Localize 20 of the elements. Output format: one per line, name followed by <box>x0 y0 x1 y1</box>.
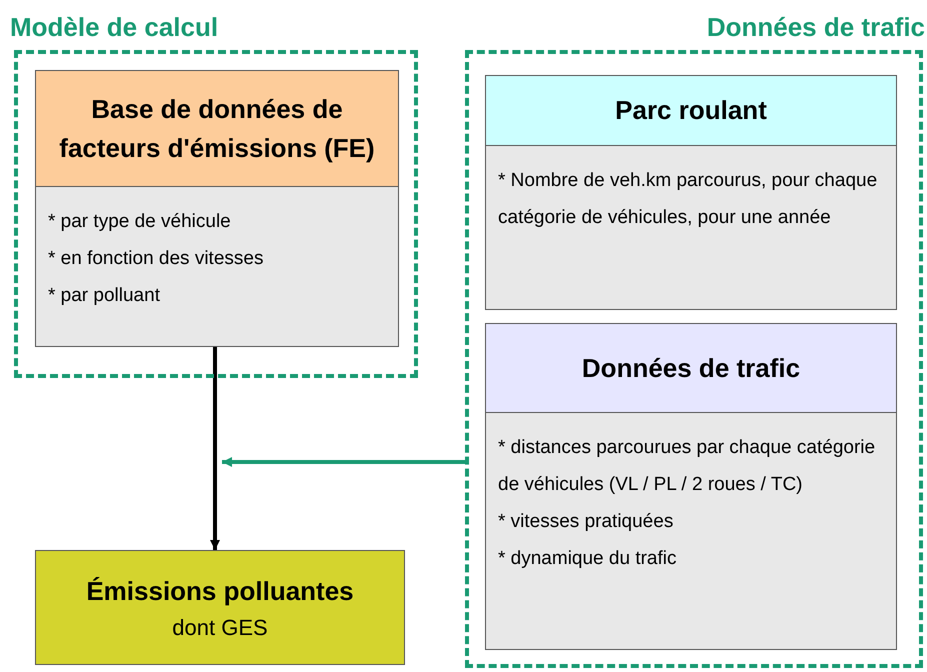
group-title: Modèle de calcul <box>10 11 218 44</box>
arrow <box>210 347 220 550</box>
group-title: Données de trafic <box>706 11 925 44</box>
bullet-text: * vitesses pratiquées <box>498 510 674 534</box>
result-title: Émissions polluantes <box>86 574 354 608</box>
arrow <box>222 457 465 467</box>
bullet-text: * distances parcourues par chaque catégorie de véhicules (VL / PL / 2 roues / TC) <box>498 436 876 497</box>
bullet-text: * dynamique du trafic <box>498 547 678 571</box>
result-subtitle: dont GES <box>172 614 268 642</box>
info-card <box>485 75 897 310</box>
card-title: Données de trafic <box>582 352 800 384</box>
bullet-text: * en fonction des vitesses <box>48 247 264 271</box>
bullet-text: * par type de véhicule <box>48 210 232 234</box>
info-card <box>485 323 897 650</box>
bullet-text: * Nombre de veh.km parcourus, pour chaque catégorie de véhicules, pour une année <box>498 169 878 230</box>
bullet-text: * par polluant <box>48 284 161 308</box>
card-title: Parc roulant <box>615 94 767 127</box>
card-title: Base de données de facteurs d'émissions (FE) <box>58 92 376 164</box>
result-box <box>35 550 405 665</box>
info-card <box>35 70 399 347</box>
